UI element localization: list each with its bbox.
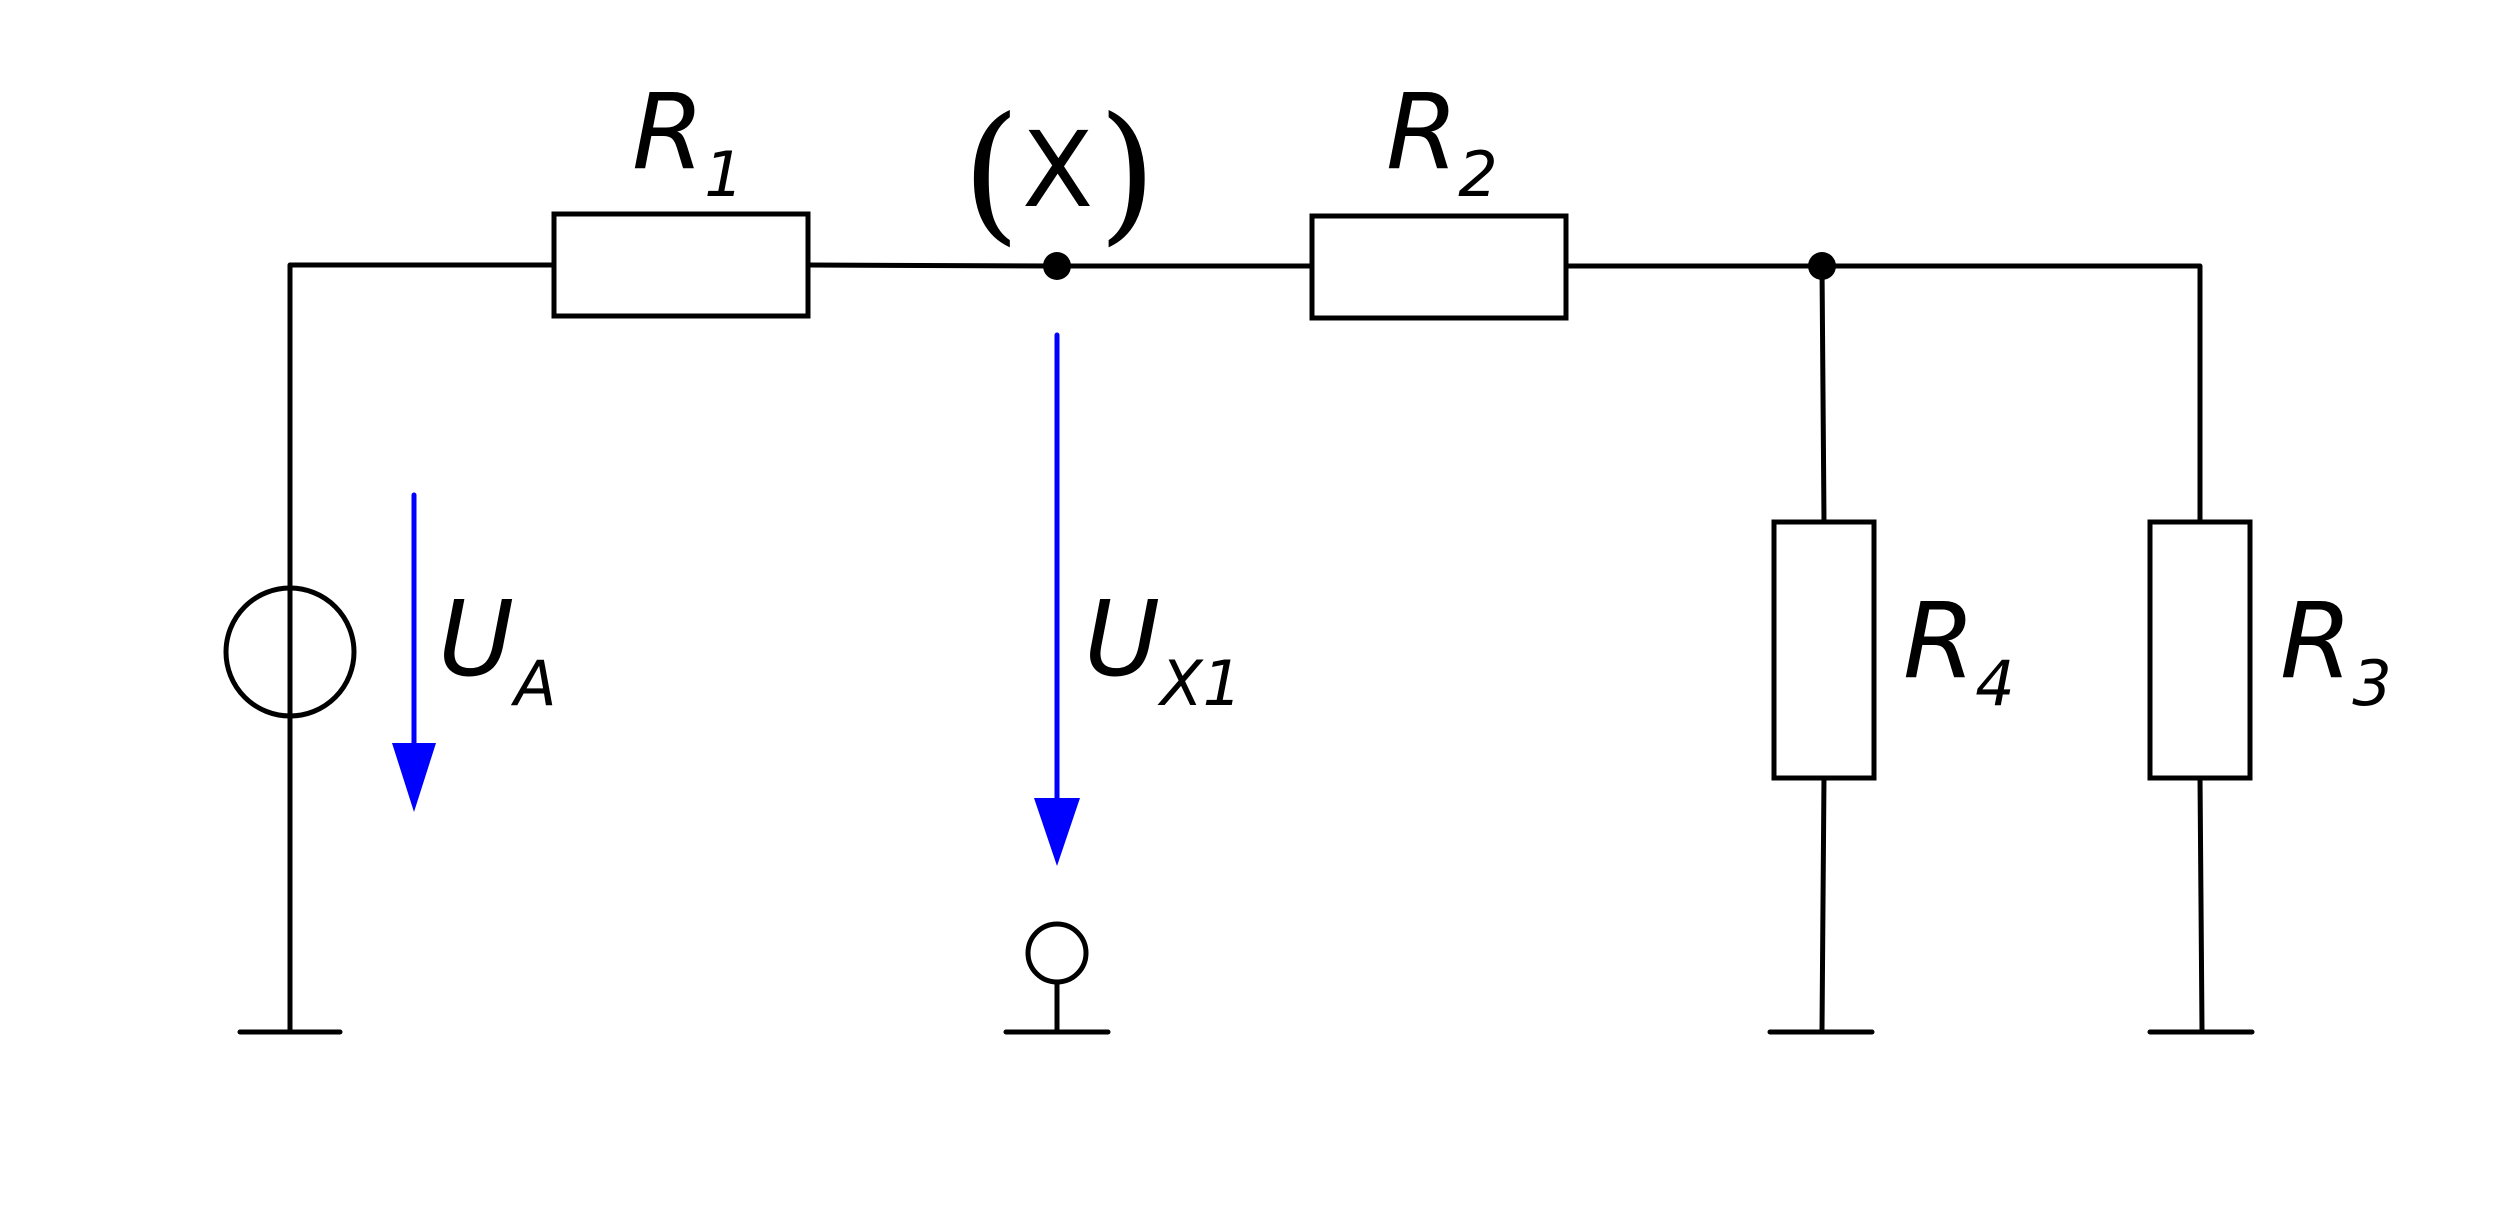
arrow-ux1-head	[1034, 798, 1080, 866]
label-ua: UA	[438, 578, 557, 720]
voltage-source-circle	[223, 585, 357, 719]
wire-r4-to-ground	[1819, 773, 1827, 1033]
resistor-r2	[1309, 213, 1569, 321]
node-right-dot	[1808, 252, 1836, 280]
voltage-source	[223, 585, 357, 719]
label-ux1: UX1	[1084, 578, 1242, 720]
wire-node-right-to-r4	[1819, 263, 1827, 525]
arrow-ux1	[1034, 332, 1080, 866]
wire-r1-to-node-x	[805, 262, 1060, 269]
node-x-label: X	[1022, 109, 1093, 231]
resistor-r3	[2147, 519, 2253, 781]
label-r3: R3	[2280, 580, 2392, 720]
arrow-ua	[392, 492, 436, 812]
node-x-dot	[1043, 252, 1071, 280]
label-r1: R1	[632, 71, 744, 211]
label-r2: R2	[1386, 71, 1498, 211]
wire-r3-to-ground	[2197, 773, 2205, 1033]
wire-node-right-to-r3	[1819, 263, 2203, 525]
wire-left-vertical	[287, 262, 557, 1033]
resistor-r1	[551, 211, 811, 319]
label-r4: R4	[1903, 580, 2015, 720]
wires	[287, 262, 2205, 1033]
terminal-circle	[1025, 921, 1089, 985]
arrow-ua-head	[392, 743, 436, 812]
node-x-close-paren: )	[1098, 86, 1157, 260]
node-x-open-paren: (	[962, 86, 1021, 260]
resistor-r4	[1771, 519, 1877, 781]
